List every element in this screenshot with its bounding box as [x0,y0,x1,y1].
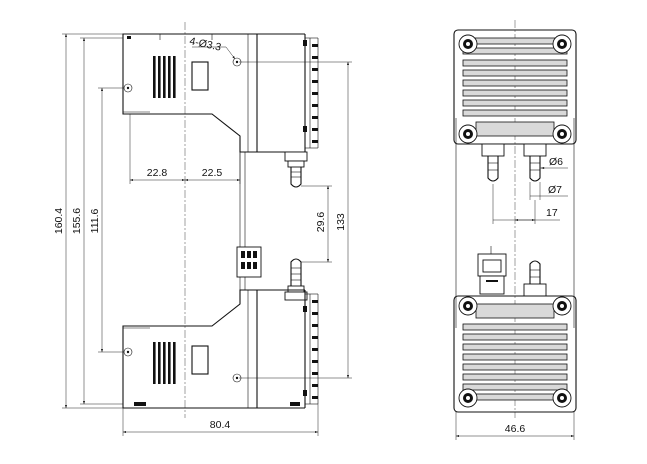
bottom-heatsink [453,295,577,413]
dim-widths: 22.8 22.5 [129,114,241,184]
dim-inner-height-label: 155.6 [71,208,83,234]
dim-port-diameter-label: Ø7 [548,184,562,196]
dim-port-spacing: 29.6 [301,185,332,263]
dim-overall-height-label: 160.4 [53,208,65,234]
dim-overall-width-label: 80.4 [210,419,231,431]
front-view: 160.4 155.6 111.6 22.8 22.5 29.6 133 [53,22,352,436]
mount-screw [458,388,478,408]
dim-port-offset-label: 17 [546,207,558,219]
top-label-window [191,61,209,91]
dim-side-width-label: 46.6 [505,423,526,435]
mount-screw [458,296,478,316]
bottom-module-fins [303,300,318,399]
hole-callout: 4-Ø3.3 [188,35,236,60]
mount-screw [552,388,572,408]
dim-tube-diameter-label: Ø6 [549,156,563,168]
top-barb-fitting [284,151,308,188]
dim-overall-height: 160.4 [53,33,123,409]
dim-inner-height: 155.6 [71,37,123,405]
dim-side-width: 46.6 [455,412,575,440]
bottom-label-window [191,345,209,375]
dim-133: 133 [239,61,352,379]
mount-screw [458,34,478,54]
top-heatsink [453,29,577,145]
side-bottom-fittings [477,246,547,297]
dim-mount-spacing-label: 111.6 [89,208,101,233]
dim-tube-diameter: Ø6 [540,156,568,170]
switch [236,246,262,278]
mount-screw [552,296,572,316]
top-vent-slots [153,56,176,98]
bottom-barb-fitting [284,258,308,301]
dim-port-spacing-label: 29.6 [315,212,327,233]
dim-left-width-label: 22.8 [147,167,168,179]
dim-mount-spacing: 111.6 [89,87,124,353]
bottom-module [122,289,319,409]
top-module [122,33,319,153]
dim-port-offset: 17 [492,184,560,224]
dim-port-diameter: Ø7 [529,182,568,200]
side-view: Ø6 Ø7 17 46.6 [453,20,577,440]
dim-right-width-label: 22.5 [202,167,223,179]
mount-screw [458,124,478,144]
bottom-vent-slots [153,342,176,384]
dim-133-label: 133 [335,213,347,231]
top-module-fins [303,40,318,143]
mount-screw [552,34,572,54]
hole-callout-label: 4-Ø3.3 [188,35,222,53]
mount-screw [552,124,572,144]
side-top-fittings [481,143,547,182]
dim-overall-width: 80.4 [122,404,319,436]
